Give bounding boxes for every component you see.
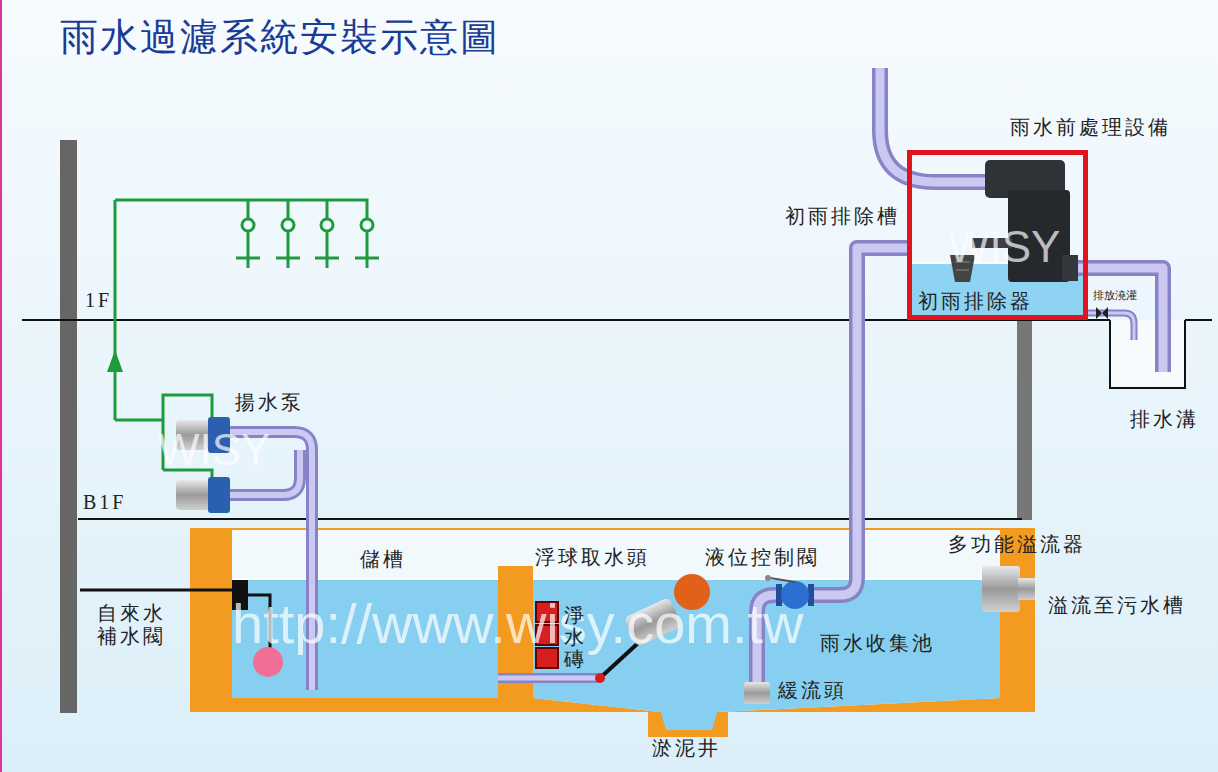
outlet-tap-part: [361, 219, 373, 231]
pipe-part: [1088, 313, 1134, 340]
pipe-connector: [1088, 268, 1163, 320]
part-label: 液位控制閥: [705, 546, 820, 569]
building-structure-part: [60, 140, 77, 713]
outlet-tap: [236, 219, 379, 268]
float-intake-part: [595, 673, 605, 683]
part-label: 多功能溢流器: [948, 533, 1086, 556]
pipe-core: [857, 248, 907, 530]
part-label: 浮球取水頭: [535, 546, 650, 569]
pipe-part: [1088, 313, 1134, 340]
drain-trench: 排水溝: [1110, 320, 1185, 388]
pipe-part: [1159, 316, 1168, 372]
pipe-outline: [857, 248, 907, 530]
pipe-connector: [498, 678, 533, 679]
slow-flow-head: [744, 682, 770, 704]
building-structure-part: [1110, 320, 1185, 388]
pipe-core: [498, 676, 533, 681]
first-flush-filter-part: [1062, 255, 1078, 281]
floor-label: B1F: [83, 491, 126, 514]
pipe-part: [531, 673, 598, 683]
overflow-device-part: [982, 566, 1020, 612]
part-label: 緩流頭: [778, 679, 847, 702]
watermark: WISY: [158, 425, 270, 476]
node-heading: 雨水前處理設備: [1010, 116, 1171, 139]
node-text: 初雨排除器: [918, 290, 1033, 313]
pipe: [226, 68, 1163, 690]
node-text: 雨水收集池: [820, 632, 935, 655]
pipe-core: [1088, 268, 1163, 320]
building-structure-part: [1017, 320, 1032, 520]
pump-part: [208, 477, 230, 513]
pipe-outline: [1088, 268, 1163, 320]
part-label: 淤泥井: [652, 737, 721, 760]
outlet-tap-part: [242, 219, 254, 231]
pretreatment-box: 雨水前處理設備初雨排除器: [907, 150, 1088, 320]
level-control-valve-part: [765, 575, 771, 581]
background-part: [0, 0, 2, 772]
water-supply-line-part: [107, 350, 123, 372]
level-control-valve-part: [770, 578, 795, 582]
building-structure: [22, 140, 1212, 713]
outlet-tap-part: [315, 231, 339, 268]
water-supply-line-part: [115, 200, 367, 480]
part-label: 自來水 補水閥: [97, 602, 173, 648]
node-text: 儲槽: [360, 548, 406, 571]
overflow-device: [982, 566, 1035, 612]
pipe-connector: [857, 248, 907, 530]
outlet-tap-part: [355, 231, 379, 268]
watermark: WISY: [948, 222, 1060, 273]
tank-part: [232, 578, 498, 580]
pipe-part: [880, 68, 1000, 182]
outlet-tap-part: [321, 219, 333, 231]
storage-tank: 儲槽: [232, 530, 498, 698]
irrigation-valve: [1096, 307, 1108, 319]
node-heading: 排水溝: [1130, 408, 1199, 431]
part-label: 淨水磚: [564, 604, 584, 670]
outlet-tap-part: [276, 231, 300, 268]
tank-part: [660, 710, 718, 730]
pipe-part: [531, 676, 598, 681]
pump-part: [176, 480, 210, 510]
tank-label: 初雨排除槽: [785, 205, 900, 228]
building-structure-part: [1185, 319, 1212, 321]
water-supply-line: [107, 200, 379, 480]
building-structure-part: [78, 518, 1022, 520]
slow-flow-head-part: [744, 682, 770, 704]
valve-label: 排放澆灌: [1093, 289, 1137, 302]
overflow-device-part: [1018, 578, 1035, 600]
title: 雨水過濾系統安裝示意圖: [60, 16, 500, 60]
pipe-part: [880, 68, 1000, 182]
outlet-tap-part: [236, 231, 260, 268]
floor-label: 1F: [85, 289, 112, 312]
note-label: 溢流至污水槽: [1048, 594, 1186, 617]
outlet-tap-part: [282, 219, 294, 231]
irrigation-valve-part: [1096, 307, 1108, 319]
tank-part: [498, 530, 533, 566]
watermark: http://www.wisy.com.tw: [232, 592, 804, 656]
pump-label: 揚水泵: [235, 391, 304, 414]
pipe-part: [1155, 316, 1171, 372]
pipe-outline: [498, 673, 533, 683]
